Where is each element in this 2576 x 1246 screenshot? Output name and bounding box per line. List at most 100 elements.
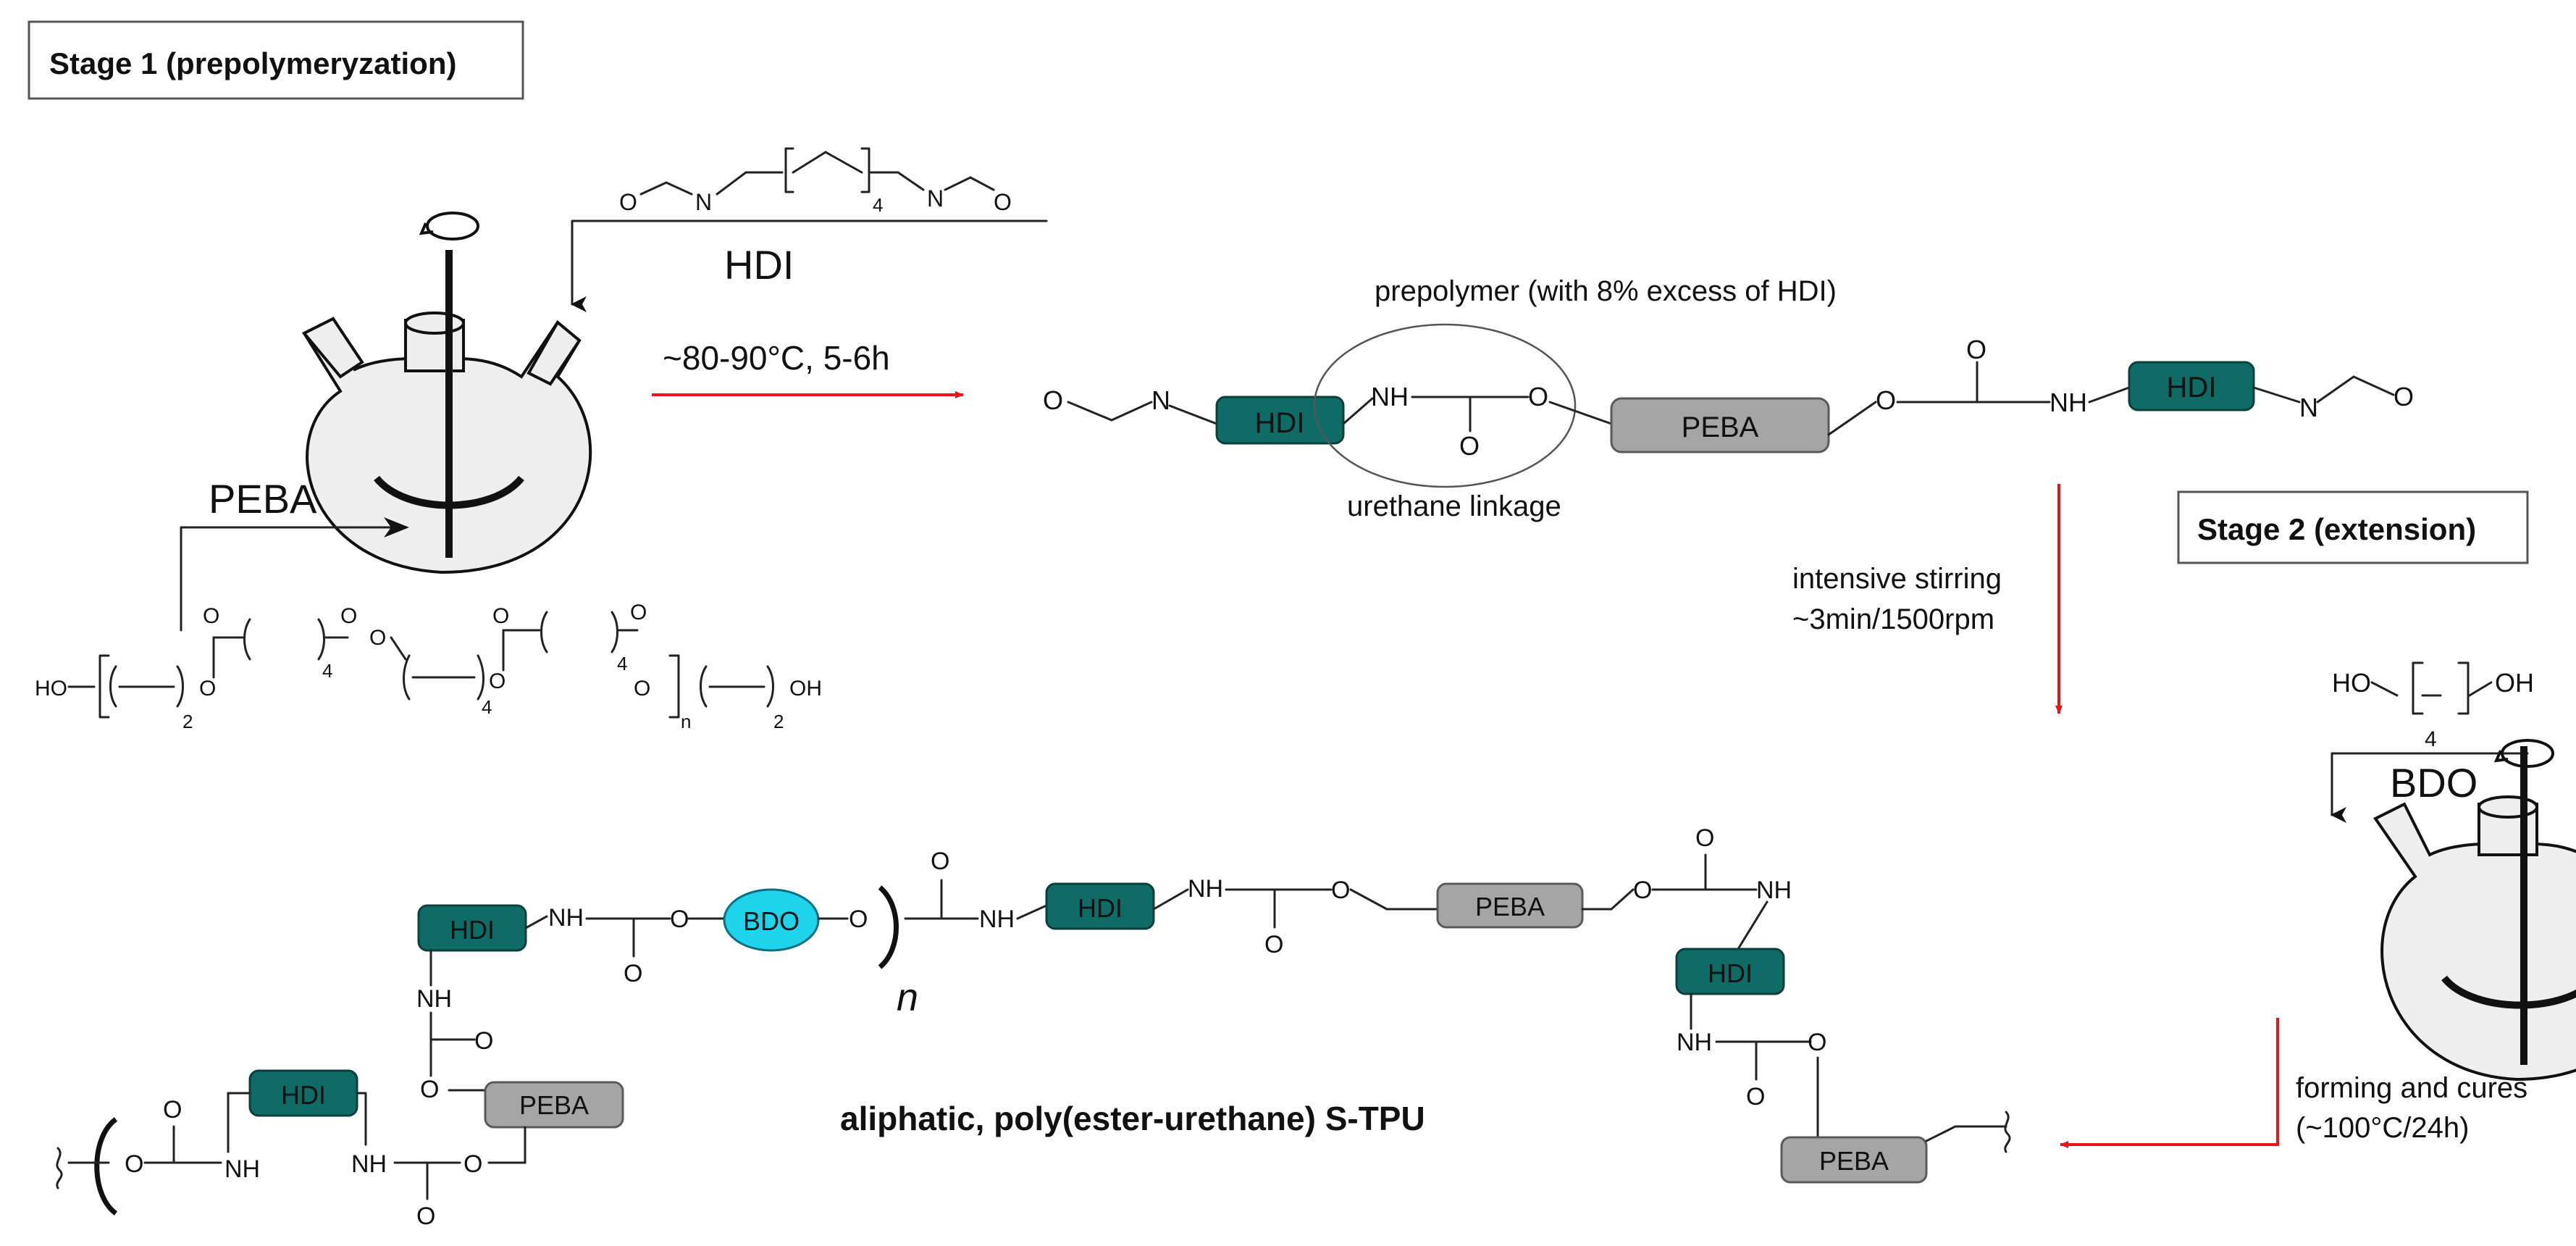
svg-text:n: n (681, 711, 691, 732)
svg-text:O: O (474, 1027, 493, 1055)
reaction-arrow-2: intensive stirring ~3min/1500rpm (1792, 484, 2063, 714)
prepolymer-title: prepolymer (with 8% excess of HDI) (1375, 275, 1837, 307)
peba-reagent-label: PEBA (209, 476, 317, 522)
svg-text:O: O (624, 960, 642, 987)
svg-text:O: O (619, 189, 637, 215)
bdo-structure: HO 4 OH (2332, 661, 2534, 751)
bdo-feed: BDO (2330, 752, 2529, 823)
svg-text:4: 4 (482, 696, 492, 718)
svg-text:4: 4 (322, 660, 332, 682)
reaction1-conditions: ~80-90°C, 5-6h (663, 339, 890, 377)
svg-text:HDI: HDI (450, 915, 495, 945)
reactor-flask-1 (301, 212, 592, 574)
product-structure: HDI NH O O BDO O n O NH HDI NH O O PEBA (56, 824, 2011, 1230)
svg-text:OH: OH (2495, 668, 2534, 698)
svg-text:PEBA: PEBA (1819, 1146, 1889, 1176)
prepolymer-hdi-block-1 (1215, 396, 1345, 445)
stage2-label-box: Stage 2 (extension) (2177, 490, 2529, 564)
svg-text:NH: NH (1756, 877, 1792, 904)
svg-text:HDI: HDI (1708, 958, 1753, 988)
svg-text:O: O (1876, 385, 1896, 415)
reaction2-line2: ~3min/1500rpm (1792, 603, 1994, 635)
reaction-arrow-3: forming and cures (~100°C/24h) (2060, 1018, 2527, 1148)
svg-text:O: O (420, 1076, 439, 1103)
stirring-icon (426, 212, 479, 241)
svg-text:HO: HO (35, 677, 67, 701)
svg-text:NH: NH (2050, 388, 2087, 417)
svg-text:O: O (1264, 931, 1283, 958)
prepolymer: prepolymer (with 8% excess of HDI) O N H… (1043, 275, 2414, 522)
product-peba-block-1 (1436, 882, 1584, 929)
svg-text:O: O (994, 189, 1012, 215)
svg-text:NH: NH (1188, 875, 1223, 903)
svg-text:HO: HO (2332, 668, 2371, 698)
svg-text:NH: NH (979, 906, 1015, 933)
svg-text:O: O (1459, 431, 1480, 461)
svg-text:O: O (1331, 877, 1350, 904)
svg-text:N: N (1151, 385, 1170, 415)
svg-text:BDO: BDO (743, 906, 800, 936)
peba-structure: HO 2 O O 4 O O 4 O O 4 O O n (35, 601, 822, 732)
reactor-flask-2 (2373, 739, 2576, 1082)
svg-text:O: O (489, 669, 505, 693)
svg-text:O: O (1043, 385, 1063, 415)
svg-text:N: N (927, 185, 944, 212)
svg-text:NH: NH (225, 1155, 260, 1183)
svg-text:PEBA: PEBA (519, 1090, 589, 1120)
bdo-reagent-label: BDO (2390, 760, 2478, 806)
svg-text:4: 4 (2425, 727, 2437, 751)
svg-text:HDI: HDI (1255, 407, 1305, 439)
svg-text:O: O (931, 848, 949, 875)
svg-text:NH: NH (548, 904, 584, 932)
reaction3-line2: (~100°C/24h) (2296, 1112, 2469, 1144)
svg-text:O: O (1633, 877, 1652, 904)
hdi-feed: HDI O N 4 N O (571, 147, 1048, 312)
svg-text:HDI: HDI (2167, 372, 2217, 404)
svg-text:O: O (1808, 1029, 1826, 1056)
svg-text:O: O (125, 1150, 143, 1178)
product-bdo-block (723, 888, 820, 952)
svg-text:NH: NH (1677, 1029, 1712, 1056)
stage1-label-box: Stage 1 (prepolymeryzation) (28, 20, 524, 100)
svg-text:HDI: HDI (1078, 893, 1123, 923)
product-hdi-block-3 (1675, 948, 1785, 995)
hdi-structure: O N 4 N O (619, 147, 1012, 216)
svg-text:O: O (492, 604, 509, 628)
svg-text:OH: OH (789, 677, 822, 701)
stage2-label: Stage 2 (extension) (2197, 512, 2476, 546)
prepolymer-peba-block (1610, 397, 1830, 453)
svg-text:O: O (203, 604, 219, 628)
svg-text:O: O (463, 1150, 482, 1178)
svg-text:O: O (634, 677, 650, 701)
urethane-linkage-highlight (1313, 323, 1577, 488)
svg-text:O: O (849, 906, 868, 933)
stage1-label: Stage 1 (prepolymeryzation) (49, 46, 456, 80)
svg-text:O: O (2394, 382, 2414, 411)
product-hdi-block-2 (1045, 882, 1155, 930)
svg-text:NH: NH (416, 985, 452, 1013)
svg-text:N: N (695, 189, 712, 215)
product-peba-block-3 (1780, 1136, 1928, 1184)
svg-text:N: N (2299, 393, 2318, 422)
svg-text:4: 4 (617, 653, 627, 674)
svg-text:O: O (163, 1096, 182, 1124)
svg-text:O: O (1528, 382, 1548, 411)
svg-text:O: O (670, 906, 689, 933)
svg-text:O: O (1695, 824, 1714, 852)
svg-text:HDI: HDI (281, 1080, 326, 1110)
hdi-reagent-label: HDI (724, 242, 794, 288)
svg-text:2: 2 (773, 711, 784, 732)
svg-text:4: 4 (873, 194, 883, 216)
svg-text:O: O (630, 601, 647, 624)
reaction2-line1: intensive stirring (1792, 563, 2002, 595)
svg-text:NH: NH (1371, 382, 1409, 411)
svg-text:O: O (369, 626, 386, 650)
svg-text:O: O (416, 1203, 435, 1230)
svg-text:O: O (199, 677, 216, 701)
svg-text:PEBA: PEBA (1682, 411, 1759, 443)
product-title: aliphatic, poly(ester-urethane) S-TPU (840, 1100, 1425, 1137)
svg-text:NH: NH (351, 1150, 387, 1178)
svg-text:PEBA: PEBA (1475, 892, 1545, 921)
